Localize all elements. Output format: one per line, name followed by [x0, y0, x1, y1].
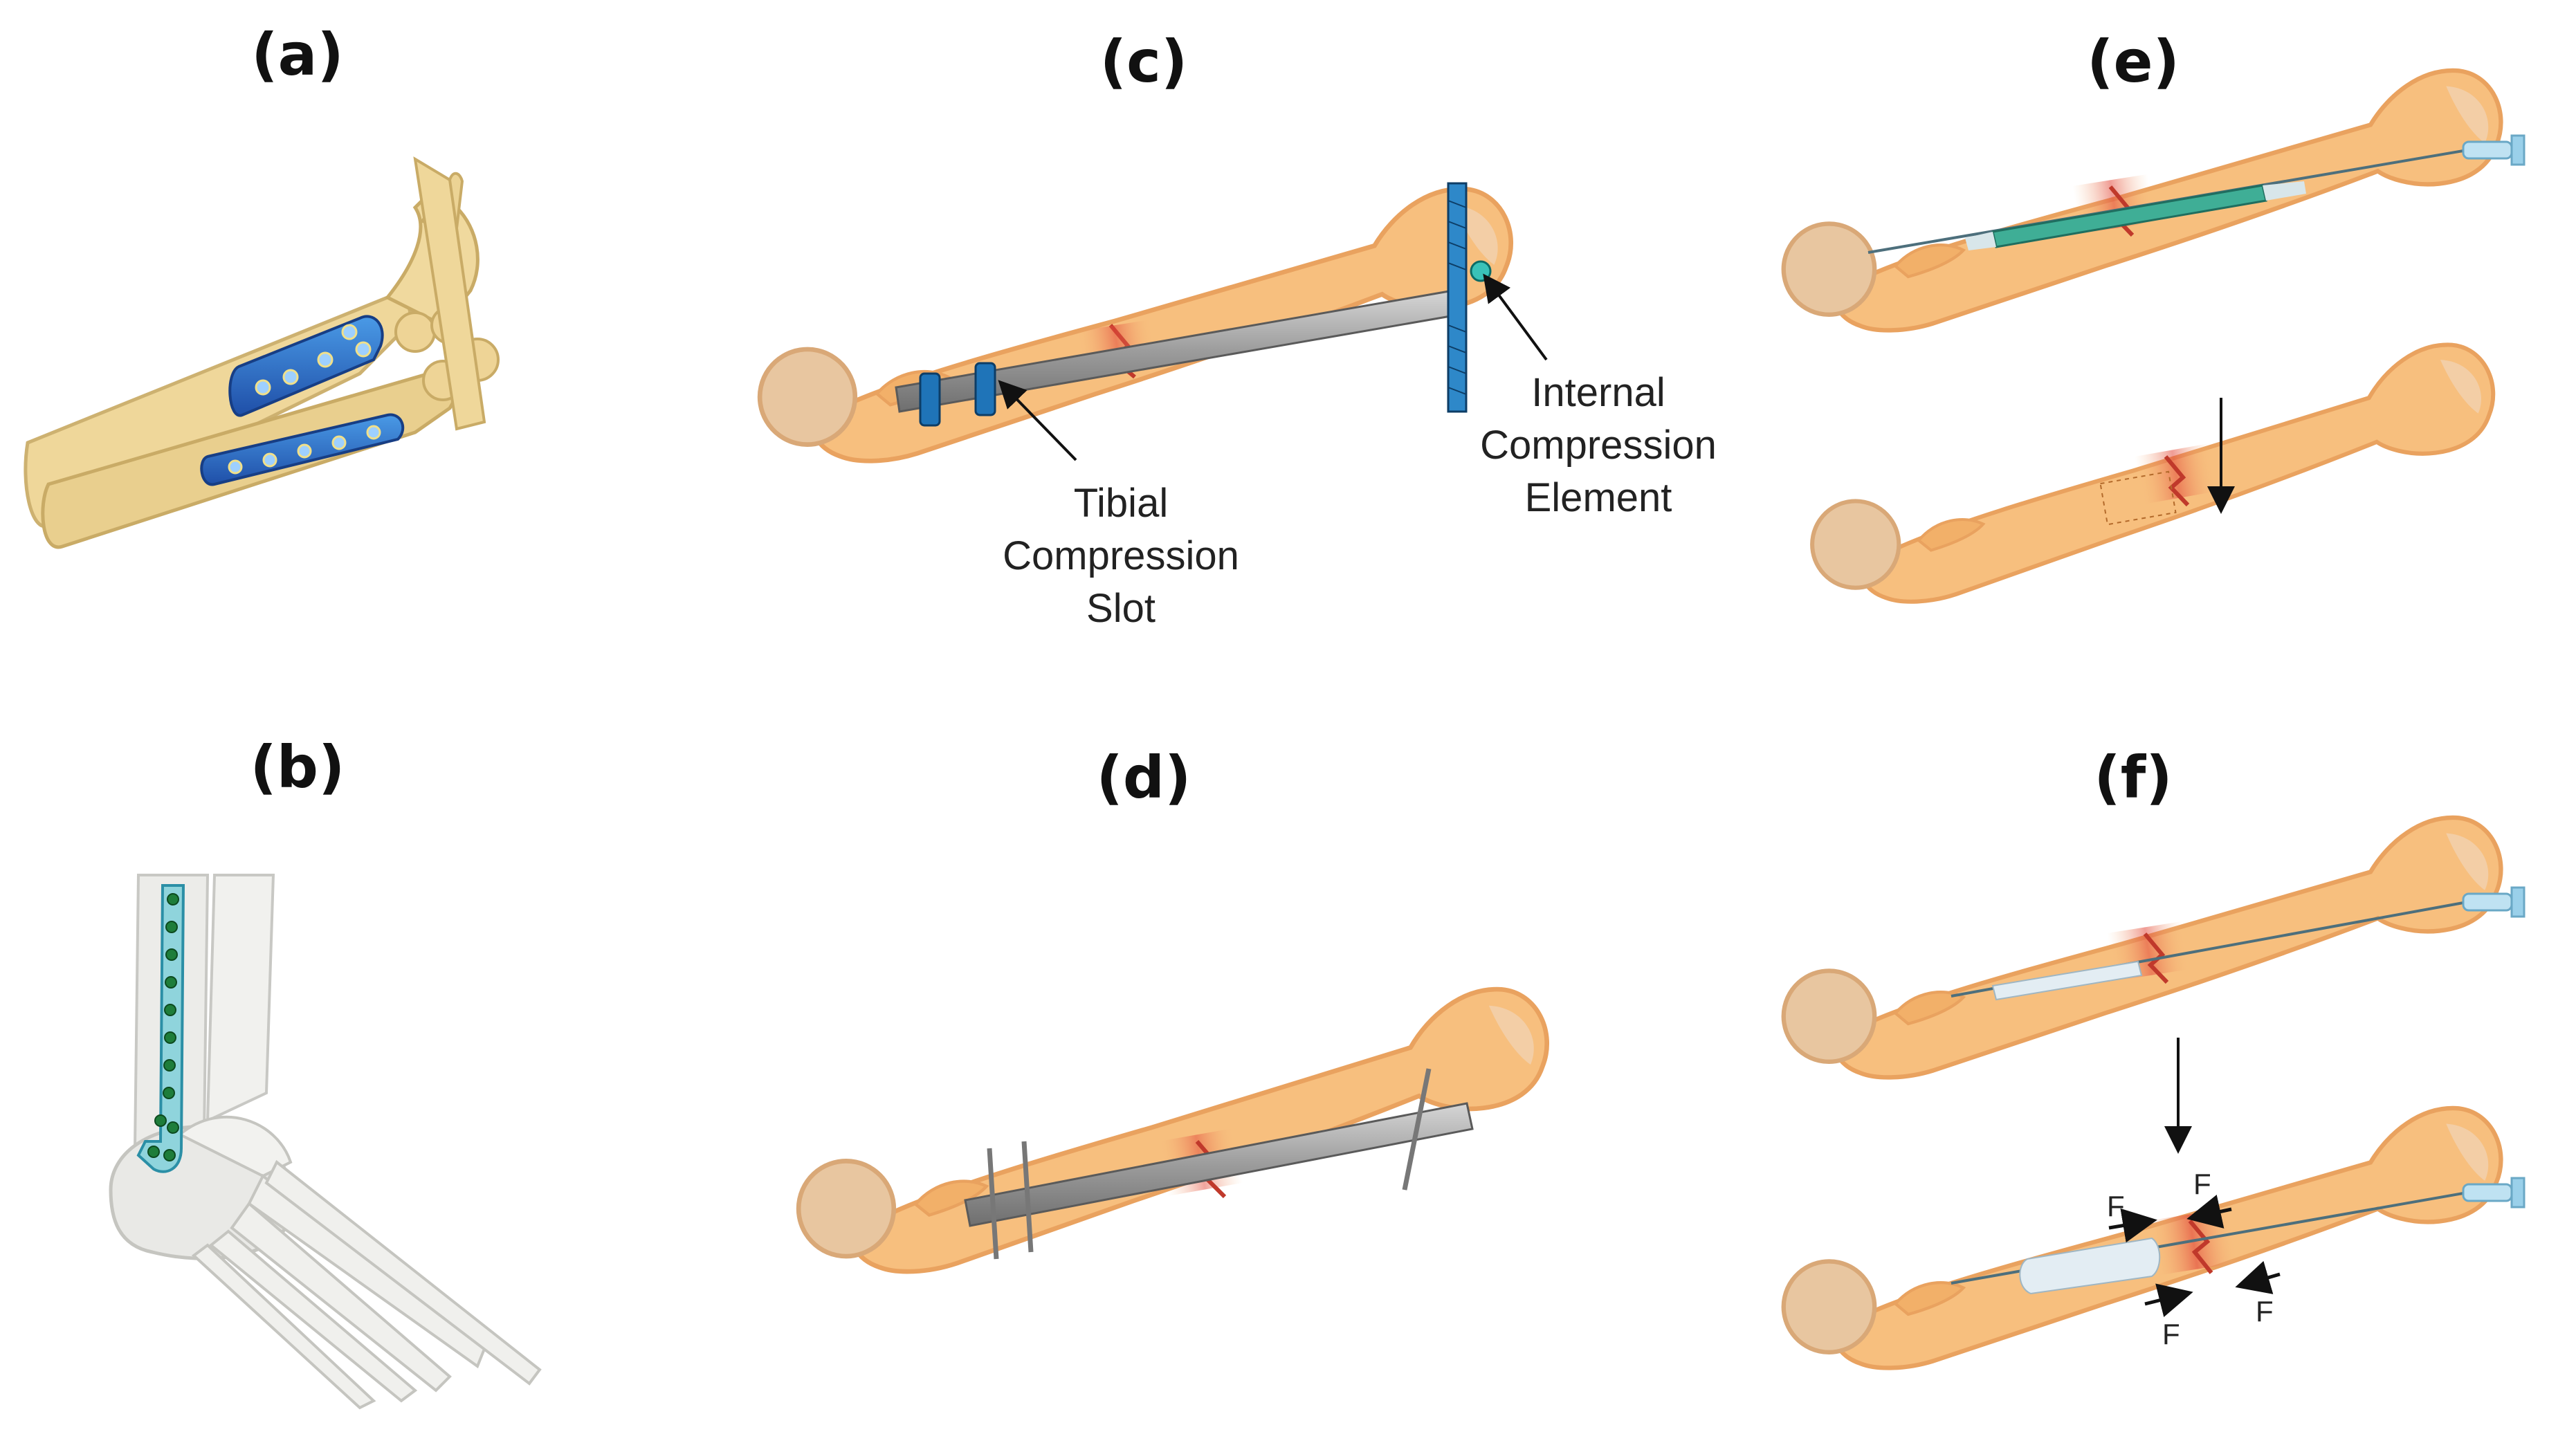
annotation-line: Compression	[1480, 423, 1717, 468]
annotation-line: Tibial	[1073, 481, 1169, 526]
panel-label-a: (a)	[251, 21, 344, 89]
panel-e-illustration	[1769, 64, 2525, 619]
panel-f-illustration	[1769, 811, 2525, 1385]
force-label: F	[2107, 1190, 2125, 1222]
internal-compression-element-annotation: Internal Compression Element	[1460, 367, 1737, 524]
panel-label-e: (e)	[2087, 28, 2180, 95]
tibial-compression-slot-annotation: Tibial Compression Slot	[983, 477, 1259, 635]
panel-a-illustration	[24, 156, 500, 549]
force-label: F	[2162, 1318, 2180, 1350]
panel-d-illustration	[781, 981, 1568, 1290]
panel-label-f: (f)	[2094, 744, 2173, 811]
annotation-line: Compression	[1003, 533, 1239, 578]
force-label: F	[2256, 1295, 2274, 1327]
annotation-line: Internal	[1531, 370, 1665, 415]
panel-c-illustration	[744, 181, 1548, 478]
annotation-line: Element	[1524, 475, 1672, 520]
force-label: F	[2193, 1168, 2211, 1200]
annotation-line: Slot	[1086, 586, 1155, 631]
panel-b-illustration	[109, 874, 542, 1410]
panel-label-c: (c)	[1099, 28, 1188, 95]
panel-label-b: (b)	[250, 733, 345, 801]
panel-label-d: (d)	[1096, 744, 1191, 811]
